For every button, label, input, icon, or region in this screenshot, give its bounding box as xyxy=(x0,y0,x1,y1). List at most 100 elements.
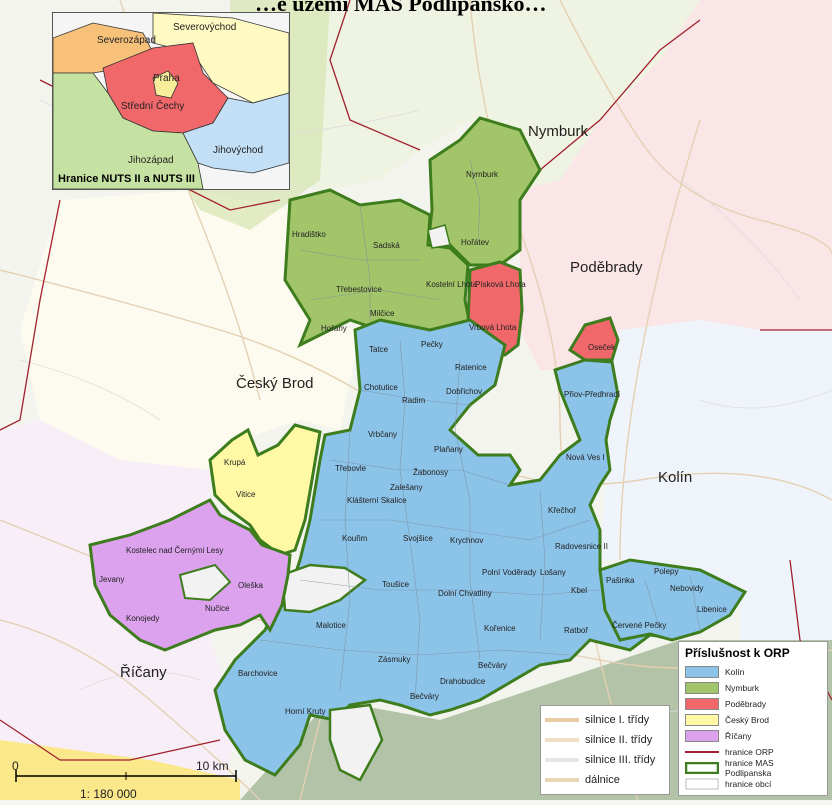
municipality-label: Dobřichov xyxy=(446,387,482,396)
municipality-label: Bečváry xyxy=(410,692,439,701)
inset-region-jihovychod xyxy=(182,92,289,174)
municipality-label: Sadská xyxy=(373,241,400,250)
region-cesky-brod-bg xyxy=(20,190,360,480)
orp-legend: Příslušnost k ORP Kolín Nymburk Poděbrad… xyxy=(678,641,828,796)
municipality-label: Kořenice xyxy=(484,624,516,633)
municipality-label: Polepy xyxy=(654,567,678,576)
municipality-label: Písková Lhota xyxy=(475,280,526,289)
area-nymburk-north xyxy=(426,116,542,267)
inset-label-praha: Praha xyxy=(153,73,180,84)
municipality-label: Konojedy xyxy=(126,614,159,623)
municipality-label: Libenice xyxy=(697,605,727,614)
legend-row: hranice obcí xyxy=(685,776,821,792)
municipality-label: Horní Kruty xyxy=(285,707,325,716)
municipality-label: Nučice xyxy=(205,604,230,613)
enclave-hole-north xyxy=(427,224,451,249)
municipality-label: Lošany xyxy=(540,568,566,577)
municipality-label: Nová Ves I xyxy=(566,453,605,462)
legend-swatch xyxy=(685,698,719,710)
municipality-label: Milčice xyxy=(370,309,395,318)
legend-line-municipal xyxy=(685,778,719,790)
area-kolin-east xyxy=(598,558,748,642)
road-swatch xyxy=(545,778,579,782)
municipality-label: Nymburk xyxy=(466,170,499,179)
municipality-label: Chotutice xyxy=(364,383,398,392)
legend-label: Nymburk xyxy=(725,683,760,693)
municipality-label: Dolní Chvatliny xyxy=(438,589,492,598)
legend-label: Poděbrady xyxy=(725,699,767,709)
legend-line-mas xyxy=(684,761,720,775)
municipality-label: Tatce xyxy=(369,345,389,354)
inset-label-stredni-cechy: Střední Čechy xyxy=(121,99,184,112)
orp-label-ricany: Říčany xyxy=(120,664,167,681)
legend-row: Kolín xyxy=(685,664,821,680)
orp-label-cesky-brod: Český Brod xyxy=(236,375,314,392)
municipal-boundaries xyxy=(259,159,701,701)
scale-bar-graphic: 0 10 km 1: 180 000 xyxy=(12,759,237,801)
legend-row: Říčany xyxy=(685,728,821,744)
legend-line-orp xyxy=(685,746,719,758)
municipality-label: Křečhoř xyxy=(548,506,576,515)
municipality-label: Svojšice xyxy=(403,534,433,543)
legend-row: hranice ORP xyxy=(685,744,821,760)
road-swatch xyxy=(545,738,579,742)
inset-region-jihozapad xyxy=(53,72,204,189)
road-label: silnice III. třídy xyxy=(585,754,656,766)
scale-distance: 10 km xyxy=(196,760,229,773)
municipality-label: Krupá xyxy=(224,458,246,467)
region-kolin-bg xyxy=(600,320,832,640)
legend-label: hranice obcí xyxy=(725,779,772,789)
municipality-labels: Hradištko Sadská Nymburk Hořátev Třebest… xyxy=(99,170,727,716)
legend-row: Český Brod xyxy=(685,712,821,728)
municipality-label: Bečváry xyxy=(478,661,507,670)
legend-label: Říčany xyxy=(725,731,752,741)
road-legend-row: silnice III. třídy xyxy=(545,750,665,770)
municipality-label: Drahobudice xyxy=(440,677,486,686)
orp-label-nymburk: Nymburk xyxy=(528,123,589,140)
legend-row: hranice MAS Podlipanska xyxy=(684,758,821,778)
legend-swatch xyxy=(685,682,719,694)
inset-label-jihozapad: Jihozápad xyxy=(128,155,174,166)
municipality-label: Vitice xyxy=(236,490,256,499)
municipality-label: Hradištko xyxy=(292,230,326,239)
legend-row: Nymburk xyxy=(685,680,821,696)
road-label: silnice I. třídy xyxy=(585,714,650,726)
municipality-label: Hořany xyxy=(321,324,347,333)
road-legend-row: dálnice xyxy=(545,770,665,790)
road-legend-row: silnice II. třídy xyxy=(545,730,665,750)
scale-zero: 0 xyxy=(12,760,19,773)
municipality-label: Vrbčany xyxy=(368,430,397,439)
legend-swatch xyxy=(685,666,719,678)
enclave-hole-west xyxy=(280,563,368,614)
municipality-label: Radovesnice II xyxy=(555,542,608,551)
nuts-inset-map: Severozápad Severovýchod Praha Střední Č… xyxy=(52,12,290,190)
scale-ratio: 1: 180 000 xyxy=(80,787,137,800)
area-podebrady-osecek xyxy=(567,316,620,362)
municipality-label: Třebovle xyxy=(335,464,367,473)
road-swatch xyxy=(545,758,579,762)
municipality-label: Pašinka xyxy=(606,576,635,585)
legend-row: Poděbrady xyxy=(685,696,821,712)
municipality-label: Oleška xyxy=(238,581,263,590)
inset-label-jihovychod: Jihovýchod xyxy=(213,145,263,156)
inset-label-severozapad: Severozápad xyxy=(97,35,156,46)
road-label: silnice II. třídy xyxy=(585,734,653,746)
municipality-label: Kostelní Lhota xyxy=(426,280,478,289)
enclave-hole-south xyxy=(328,703,384,782)
legend-label: hranice MAS Podlipanska xyxy=(725,758,774,778)
municipality-label: Ratenice xyxy=(455,363,487,372)
map-title: …é území MAS Podlipansko… xyxy=(255,0,547,16)
municipality-label: Přiov-Předhradí xyxy=(564,390,621,399)
region-sw-yellow-bg xyxy=(0,740,240,800)
road-legend-row: silnice I. třídy xyxy=(545,710,665,730)
road-swatch xyxy=(545,718,579,722)
region-nymburk-bg xyxy=(230,0,700,190)
municipality-label: Klášterní Skalice xyxy=(347,496,407,505)
municipality-label: Kostelec nad Černými Lesy xyxy=(126,546,223,555)
legend-label: hranice ORP xyxy=(725,747,774,757)
municipality-label: Pečky xyxy=(421,340,443,349)
inset-title: Hranice NUTS II a NUTS III xyxy=(58,173,195,185)
municipality-label: Plaňany xyxy=(434,445,463,454)
road-legend: silnice I. třídy silnice II. třídy silni… xyxy=(540,705,670,795)
municipality-label: Ratboř xyxy=(564,626,588,635)
